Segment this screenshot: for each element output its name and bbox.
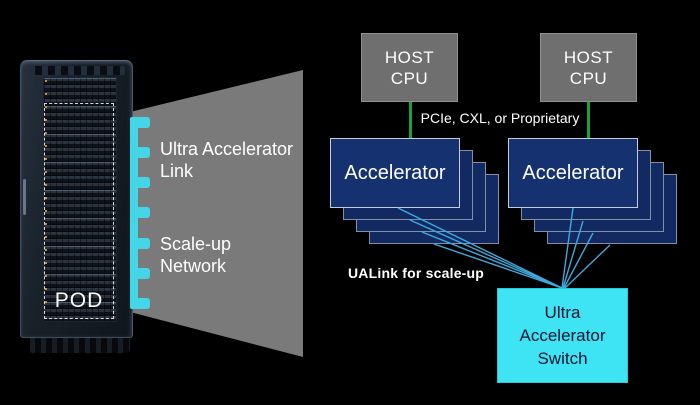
comb-tooth (130, 297, 150, 309)
funnel-subtitle: Scale-up Network (160, 233, 231, 277)
host-accel-link-left (409, 102, 412, 139)
comb-tooth (130, 147, 150, 159)
accelerator-label: Accelerator (522, 161, 624, 184)
ualink-cable (564, 244, 611, 289)
host-cpu-label-line1: HOST (563, 47, 614, 67)
pod-label: POD (54, 289, 104, 312)
ultra-accelerator-switch-box: Ultra Accelerator Switch (497, 288, 628, 383)
accelerator-stack-right: Accelerator (508, 138, 678, 246)
accelerator-stack-left: Accelerator (330, 138, 500, 246)
host-accel-link-right (587, 102, 590, 139)
funnel-subtitle-line2: Network (160, 256, 227, 276)
server-rack: POD (20, 60, 133, 338)
funnel-title: Ultra Accelerator Link (160, 138, 293, 182)
host-cpu-box-left: HOST CPU (361, 33, 458, 102)
accelerator-box-front: Accelerator (330, 138, 460, 208)
host-cpu-label-line1: HOST (384, 47, 435, 67)
comb-tooth (130, 267, 150, 279)
ualink-caption: UALink for scale-up (348, 265, 485, 281)
rack-dashed-outline (44, 103, 114, 319)
comb-tooth (130, 207, 150, 219)
accelerator-box-front: Accelerator (508, 138, 638, 208)
rack-door-handle (23, 179, 26, 215)
rack-server-trays (43, 77, 117, 322)
host-cpu-label-line2: CPU (390, 68, 429, 88)
host-cpu-label-line2: CPU (569, 68, 608, 88)
funnel-subtitle-line1: Scale-up (160, 234, 232, 254)
funnel-title-line1: Ultra Accelerator (160, 139, 294, 159)
host-cpu-box-right: HOST CPU (540, 33, 637, 102)
switch-label-line1: Ultra (544, 303, 581, 322)
comb-tooth (130, 177, 150, 189)
comb-tooth (130, 117, 150, 128)
comb-tooth (130, 237, 150, 249)
accelerator-label: Accelerator (344, 161, 446, 184)
ualink-comb-icon (130, 117, 150, 309)
rack-top-vent (29, 66, 125, 75)
funnel-title-line2: Link (160, 161, 194, 181)
switch-label-line2: Accelerator (519, 326, 606, 345)
funnel-polygon (130, 70, 303, 357)
interconnect-label: PCIe, CXL, or Proprietary (420, 110, 580, 126)
switch-label-line3: Switch (537, 349, 588, 368)
rack-base-plinth (30, 338, 130, 353)
